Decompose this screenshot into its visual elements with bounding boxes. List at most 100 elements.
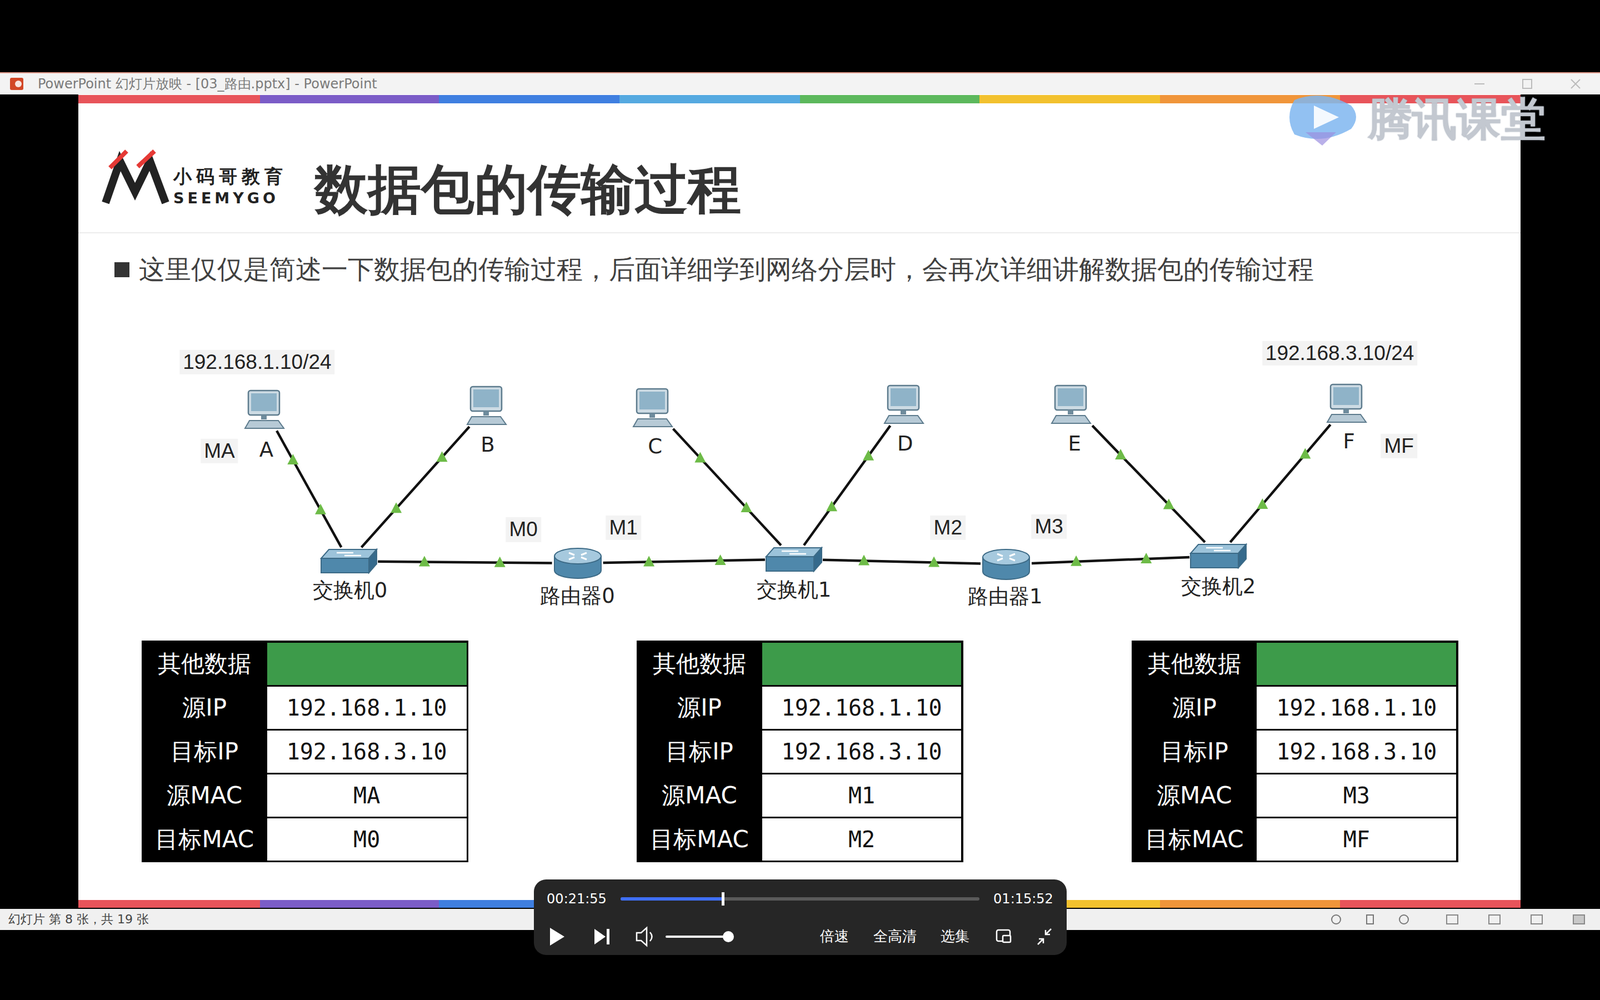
color-bar-part (260, 95, 439, 104)
bullet-square (114, 262, 130, 278)
table-header-text: 其他数据 (652, 650, 747, 678)
link-light (928, 556, 940, 568)
watermark-logo (1289, 95, 1357, 146)
port-mac: M2 (930, 515, 966, 540)
port-mac: M0 (505, 517, 541, 542)
router-icon-part (997, 553, 1015, 561)
network-link (603, 559, 765, 563)
pc-icon-part (261, 415, 267, 420)
player-button: 选集 (940, 927, 970, 945)
table-header-cell: 源MAC (637, 773, 762, 818)
table-value-text: 192.168.3.10 (286, 738, 448, 765)
network-link (1031, 557, 1190, 564)
switch-icon-part (766, 556, 814, 572)
video-player-controls-part (620, 897, 724, 901)
watermark: 腾讯课堂 (1367, 92, 1546, 147)
pc-icon-part (884, 415, 924, 424)
link-light (858, 555, 870, 566)
link-light (1140, 552, 1152, 564)
network-link (377, 561, 552, 564)
brand-latin: SEEMYGO (173, 189, 279, 208)
status-bar-part (1531, 915, 1543, 924)
video-player-controls-part (620, 897, 980, 901)
table-value-text: M3 (1343, 782, 1370, 809)
switch-icon-part (781, 551, 807, 554)
table-header-text: 其他数据 (157, 650, 252, 678)
switch-icon (765, 545, 823, 574)
device-label: 交换机2 (1181, 574, 1257, 599)
pc-icon-part (1330, 384, 1362, 409)
table-value-cell: M3 (1256, 774, 1457, 817)
table-value-cell: 192.168.1.10 (762, 686, 962, 729)
pc-icon-part (1055, 385, 1087, 410)
window-frame-part (0, 72, 1600, 74)
link-light (494, 556, 506, 568)
device-label: C (647, 434, 663, 459)
table-header-text: 源IP (1172, 693, 1217, 722)
link-light (1299, 448, 1311, 459)
device-label: 路由器0 (540, 583, 615, 608)
link-light (287, 453, 299, 465)
computer-node: D (882, 384, 928, 426)
data-cell-green (762, 642, 962, 685)
window-frame-part (1474, 83, 1485, 85)
packet-table: 其他数据源IP192.168.1.10目标IP192.168.3.10源MACM… (636, 640, 964, 863)
window-frame-part (1571, 79, 1580, 89)
device-label: 路由器1 (967, 584, 1043, 609)
table-header-cell: 其他数据 (637, 641, 762, 686)
window-title: PowerPoint 幻灯片放映 - [03_路由.pptx] - PowerP… (37, 76, 378, 93)
video-player-controls-part (665, 935, 729, 938)
switch-icon-part (1238, 544, 1247, 568)
table-value-cell: 192.168.3.10 (762, 730, 962, 773)
network-link (822, 560, 981, 564)
pc-icon-part (251, 393, 277, 412)
table-header-text: 源MAC (661, 781, 738, 810)
status-bar-part (1331, 915, 1341, 924)
brand-logo (105, 151, 166, 203)
network-link (673, 428, 782, 546)
computer-node: A (242, 389, 289, 431)
table-value-text: M2 (848, 826, 875, 853)
ip-address: 192.168.1.10/24 (179, 350, 335, 375)
table-header-text: 目标IP (170, 737, 239, 766)
pc-icon-part (636, 388, 668, 414)
switch-node: 交换机0 (320, 547, 378, 575)
table-header-text: 目标MAC (1145, 825, 1244, 854)
pc-icon-part (887, 385, 919, 410)
link-light (862, 450, 874, 461)
pc-icon-part (1327, 414, 1367, 423)
device-label: A (259, 437, 274, 463)
table-value-cell: M2 (762, 818, 962, 861)
network-link (1092, 425, 1205, 543)
table-value-text: 192.168.1.10 (286, 694, 448, 722)
table-header-text: 源MAC (166, 781, 243, 810)
brand-name: 小码哥教育 (173, 165, 288, 188)
device-label: B (480, 432, 495, 458)
status-bar-part (1399, 915, 1409, 924)
pc-icon-part (473, 389, 499, 408)
color-bar-part (619, 95, 800, 104)
status-bar-part (1573, 915, 1585, 924)
table-header-cell: 目标MAC (142, 817, 267, 862)
router-node: 路由器0 (552, 546, 604, 581)
time-elapsed: 00:21:55 (546, 891, 607, 908)
window-frame-part (0, 72, 1600, 95)
ip-address: 192.168.3.10/24 (1262, 340, 1418, 365)
table-header-cell: 目标MAC (1132, 817, 1257, 862)
player-button: 全高清 (873, 927, 917, 945)
pc-icon-part (639, 391, 665, 410)
watermark-logo-part (1313, 105, 1339, 129)
device-label: E (1067, 431, 1081, 457)
switch-icon (1189, 542, 1248, 570)
status-bar-part (1446, 915, 1458, 924)
pc-icon (465, 385, 511, 427)
network-link (803, 425, 890, 545)
device-label: 交换机0 (312, 578, 388, 603)
switch-icon-part (368, 549, 377, 573)
video-player-controls-part (721, 892, 725, 906)
table-value-text: 192.168.3.10 (1276, 738, 1437, 765)
video-player-controls-part (722, 931, 734, 943)
pc-icon-part (483, 411, 489, 416)
